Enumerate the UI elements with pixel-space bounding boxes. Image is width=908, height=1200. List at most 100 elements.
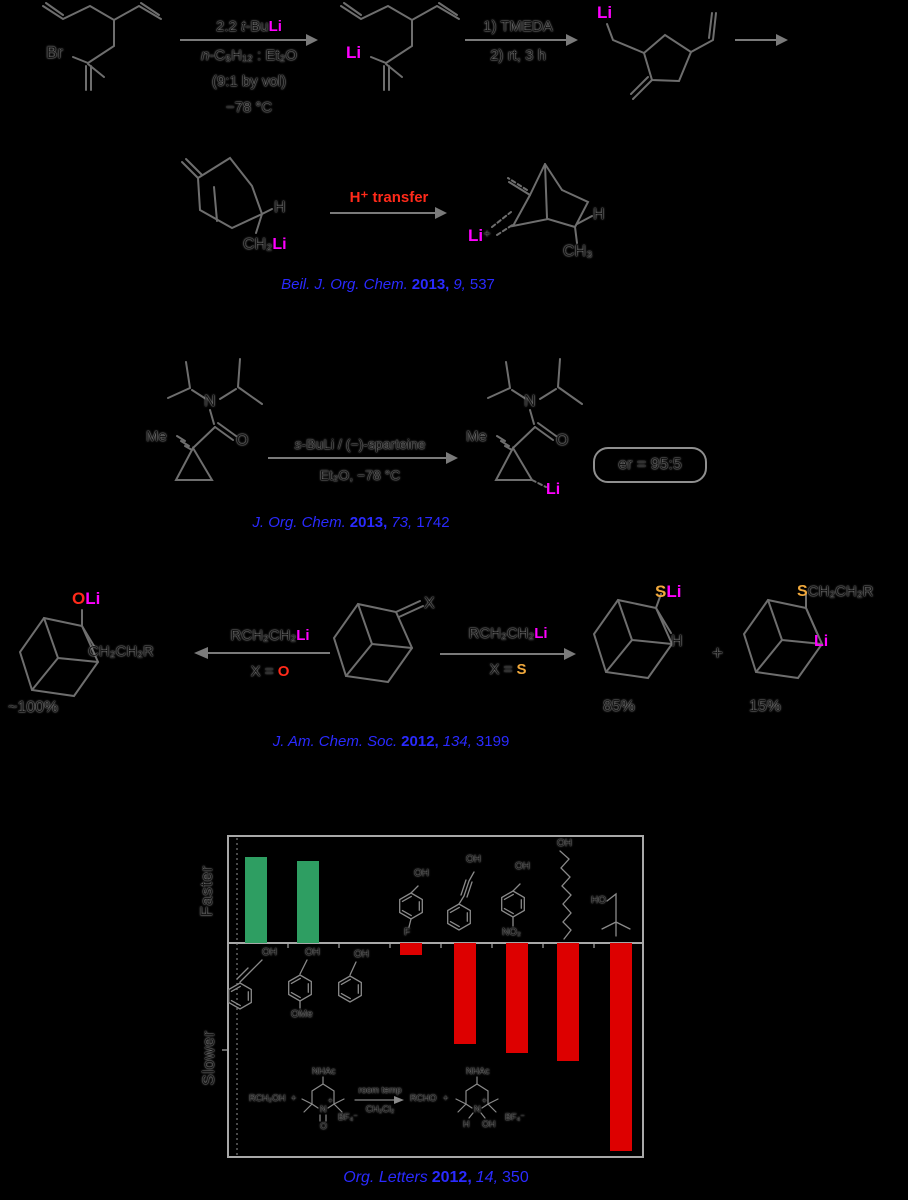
bar-faster-cinnamyl (245, 857, 267, 943)
cite-pages: 350 (502, 1169, 529, 1186)
sbuli-rest: -BuLi / (−)-sparteine (301, 436, 426, 452)
li-label-adamantyl: Li (814, 633, 829, 650)
cite-volume: 9, (453, 276, 466, 293)
arrow-right-reagent: RCH₂CH₂Li (452, 625, 564, 642)
reaction-arrow-left (194, 647, 330, 659)
reaction-arrow-1 (180, 34, 318, 46)
sbuli-s: s (294, 436, 302, 452)
bar-slower-octanol (557, 943, 579, 1061)
bar-slower-propargyl (454, 943, 476, 1044)
cite-journal: Org. Letters (343, 1169, 428, 1186)
br-label: Br (46, 43, 63, 62)
rx-alcohol: RCH₂OH (249, 1093, 286, 1103)
no2-label: NO₂ (502, 927, 521, 938)
bar-slower-neopentyl (610, 943, 632, 1151)
chart-inner-scheme (301, 1076, 499, 1122)
arrow1-solvent: n-C₅H₁₂ : Et₂O (186, 47, 312, 64)
reaction-arrow-sparteine (268, 452, 458, 464)
solvent-n: n (200, 47, 210, 64)
bar-slower-4no2 (506, 943, 528, 1053)
yield-15: 15% (749, 698, 782, 715)
cite-year: 2013, (411, 276, 450, 293)
molecule-adamantyl-oli (18, 609, 100, 698)
h-label-reactant: H (274, 199, 286, 216)
bar-faster-pmb (297, 861, 319, 943)
reagent-li: Li (296, 627, 310, 644)
yield-100: ~100% (8, 699, 59, 716)
cite-journal: J. Org. Chem. (252, 514, 346, 531)
reaction-arrow-h-transfer (330, 207, 447, 219)
rx-cond-top: room temp (358, 1085, 402, 1095)
ch2ch2r-label: CH₂CH₂R (88, 643, 154, 660)
cite-year: 2012, (431, 1169, 472, 1186)
oh-label-ring2: OH (482, 1119, 496, 1129)
me-label-product: Me (466, 428, 487, 445)
bar-slower-4f (400, 943, 422, 955)
arrow1-temp: −78 °C (225, 99, 273, 116)
h-label-ring2: H (463, 1119, 470, 1129)
oh-label-col1: OH (262, 947, 277, 958)
n-plus-ring2: + (482, 1096, 487, 1105)
chart-bars (245, 857, 632, 1151)
er-box: er = 95:5 (593, 447, 707, 483)
bf4-label-1: BF₄⁻ (338, 1112, 358, 1122)
arrow1-reagent: 2.2 t-BuLi (186, 18, 312, 35)
molecule-cyclopropane-amide (167, 358, 263, 481)
reagent-li: Li (534, 625, 548, 642)
oh-label-col6: OH (515, 861, 530, 872)
s-thioether-label: SCH₂CH₂R (797, 583, 873, 601)
li-label-cyclopentyl: Li (597, 3, 613, 22)
oh-label-col5: OH (466, 854, 481, 865)
arrow3-reagent: s-BuLi / (−)-sparteine (258, 436, 462, 452)
citation-joc: J. Org. Chem.2013,73,1742 (203, 514, 503, 531)
molecule-bromodiene (42, 2, 162, 91)
ome-label: OMe (291, 1009, 313, 1020)
li-label-cyclopropyl: Li (546, 481, 561, 498)
h-label-adamantyl: H (671, 633, 683, 650)
sli-label: SLi (655, 582, 681, 602)
n-label-reactant: N (204, 393, 216, 410)
cite-journal: J. Am. Chem. Soc. (272, 733, 398, 750)
n-label-product: N (524, 393, 536, 410)
cite-pages: 3199 (475, 733, 510, 750)
oli-li: Li (85, 589, 101, 608)
rx-plus-2: + (443, 1093, 449, 1103)
oh-label-col3: OH (354, 949, 369, 960)
molecule-cyclopropyllithium-amide (487, 358, 583, 488)
oh-label-col2: OH (305, 947, 320, 958)
rx-aldehyde: RCHO (410, 1093, 437, 1103)
molecule-adamantanethione (332, 600, 424, 684)
ch2-part: CH₂ (243, 236, 273, 253)
yield-85: 85% (603, 698, 636, 715)
li-label-vinyl: Li (346, 43, 362, 62)
arrow2-step2: 2) rt, 3 h (490, 47, 546, 64)
cite-pages: 537 (469, 276, 495, 293)
nhac-label-2: NHAc (466, 1066, 490, 1076)
n-label-ring2: N (474, 1104, 481, 1114)
reaction-arrow-3 (735, 34, 788, 46)
li-cation: Li (468, 226, 484, 245)
reagent-chain: RCH₂CH₂ (230, 627, 297, 644)
molecule-methylenecyclopentane (606, 12, 717, 100)
me-label-reactant: Me (146, 428, 167, 445)
arrow3-solvent: Et₂O, −78 °C (319, 467, 401, 483)
cite-year: 2012, (401, 733, 439, 750)
cite-year: 2013, (349, 514, 388, 531)
sli-s: S (655, 582, 667, 601)
f-label: F (404, 927, 411, 938)
x-s: S (516, 661, 527, 678)
citation-beilstein: Beil. J. Org. Chem.2013,9,537 (240, 276, 540, 293)
molecule-vinyllithium-diene (340, 2, 460, 91)
reaction-arrow-right (440, 648, 576, 660)
arrow-left-condition: X = O (212, 663, 328, 680)
rx-plus-1: + (291, 1093, 297, 1103)
er-value: er = 95:5 (618, 456, 682, 473)
axis-label-slower: Slower (199, 1030, 218, 1086)
thioether-s: S (797, 583, 808, 600)
rx-cond-bottom: CH₂Cl₂ (365, 1104, 395, 1114)
x-o: O (277, 663, 290, 680)
reagent-t: t (241, 18, 246, 35)
